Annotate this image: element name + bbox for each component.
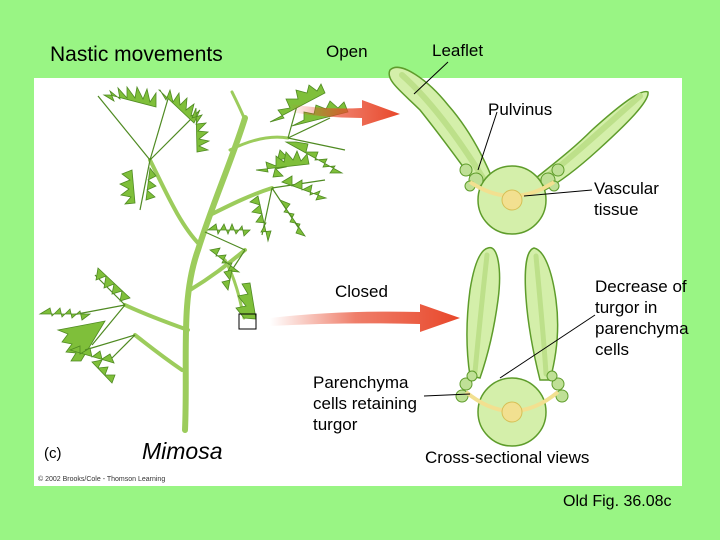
label-decrease-line-4: cells — [595, 340, 630, 359]
plant-name: Mimosa — [142, 438, 223, 464]
closed-pulvinus-box — [238, 313, 257, 330]
label-decrease-line-1: Decrease of — [595, 277, 687, 296]
closed-arrow — [270, 304, 460, 332]
open-leaflets — [38, 83, 349, 384]
credit-line: © 2002 Brooks/Cole - Thomson Learning — [38, 476, 166, 483]
label-vascular-tissue: Vascular tissue — [594, 178, 659, 220]
label-decrease-turgor: Decrease of turgor in parenchyma cells — [595, 276, 689, 360]
figure-reference: Old Fig. 36.08c — [563, 493, 672, 510]
label-open: Open — [326, 42, 368, 61]
slide-title: Nastic movements — [50, 43, 223, 66]
label-decrease-line-2: turgor in — [595, 298, 658, 317]
cross-section-closed — [455, 246, 569, 447]
label-retaining-line-3: turgor — [313, 415, 358, 434]
cross-section-open — [388, 66, 649, 235]
label-vascular-line-2: tissue — [594, 200, 639, 219]
label-pulvinus: Pulvinus — [488, 100, 553, 119]
mimosa-stem — [123, 90, 290, 433]
label-vascular-line-1: Vascular — [594, 179, 659, 198]
label-decrease-line-3: parenchyma — [595, 319, 689, 338]
panel-letter: (c) — [44, 445, 62, 462]
open-arrow — [290, 100, 400, 126]
label-retaining-line-1: Parenchyma — [313, 373, 409, 392]
label-retaining-turgor: Parenchyma cells retaining turgor — [313, 372, 417, 435]
label-closed: Closed — [335, 282, 388, 301]
label-leaflet: Leaflet — [432, 41, 484, 60]
label-cross-sectional-views: Cross-sectional views — [425, 448, 590, 467]
label-retaining-line-2: cells retaining — [313, 394, 417, 413]
leader-lines — [413, 61, 596, 397]
